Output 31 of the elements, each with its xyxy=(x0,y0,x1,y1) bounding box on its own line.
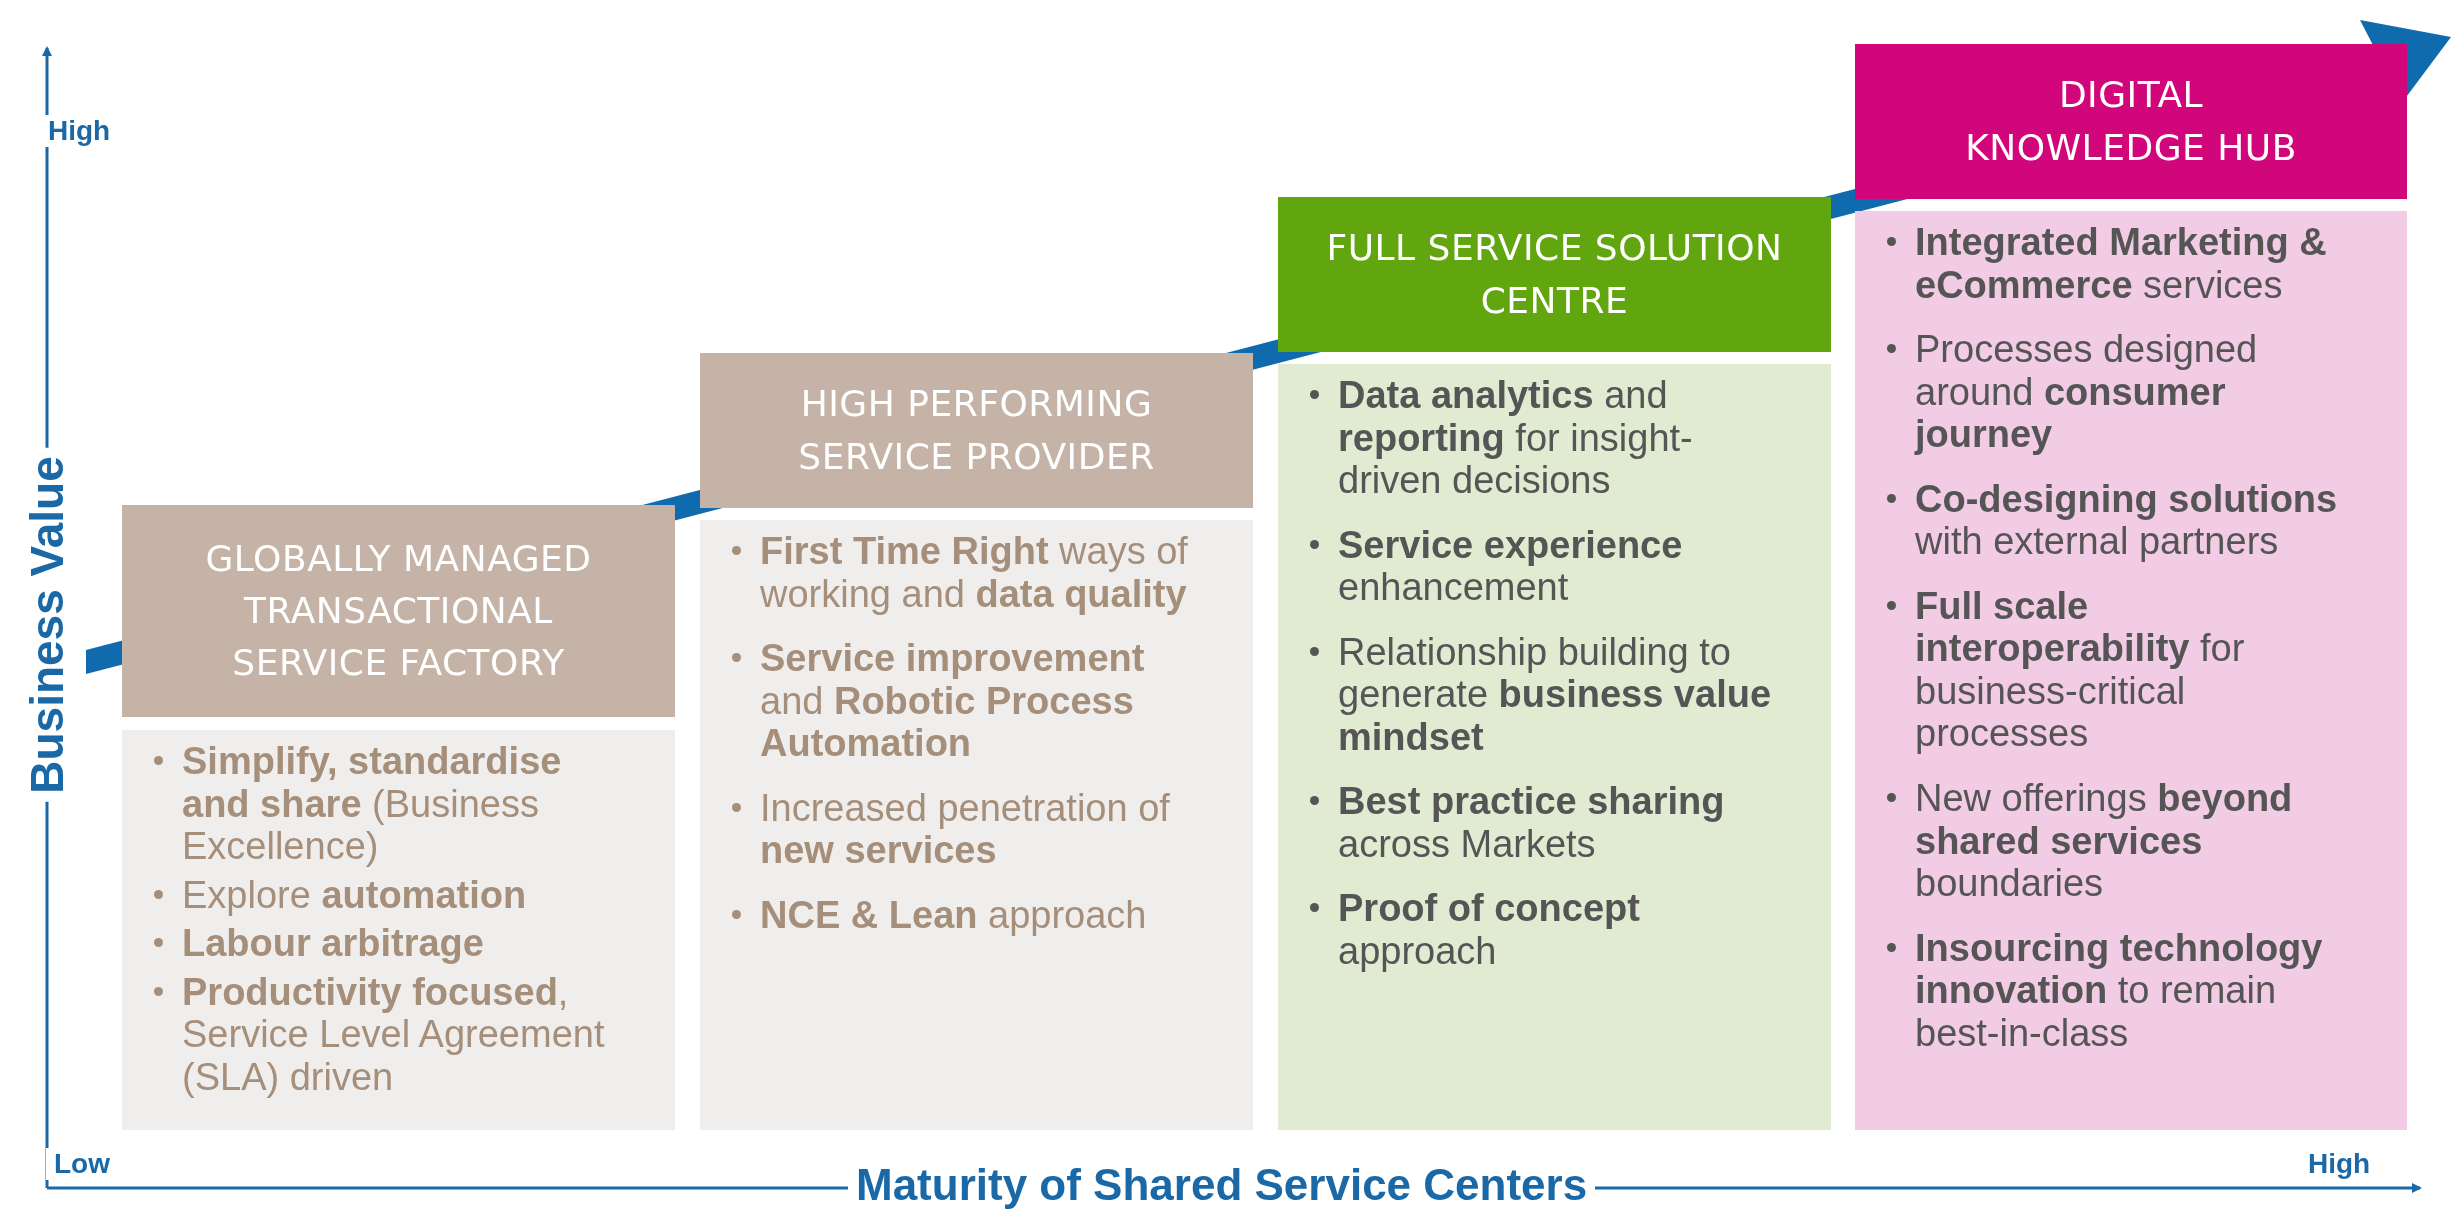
stage-header xyxy=(122,505,675,717)
bullet-item: NCE & Lean approach xyxy=(726,893,1213,937)
bullet-item: Co-designing solutions with external partners xyxy=(1881,477,2367,563)
bullet-item: Service improvement and Robotic Process Automation xyxy=(726,637,1213,765)
bullet-item: First Time Right ways of working and data quality xyxy=(726,530,1213,616)
stage-header xyxy=(1278,197,1831,352)
bullet-item: Insourcing technology innovation to remain best-in-class xyxy=(1881,926,2367,1055)
bullet-item: Processes designed around consumer journey xyxy=(1881,328,2367,456)
stage-panel xyxy=(122,730,675,1130)
bullet-item: Productivity focused, Service Level Agreement (SLA) driven xyxy=(148,970,635,1099)
bullet-item: Increased penetration of new services xyxy=(726,786,1213,872)
bullet-item: Relationship building to generate business value mindset xyxy=(1304,630,1791,759)
stage-title: HIGH PERFORMING SERVICE PROVIDER xyxy=(797,382,1156,479)
stage-panel xyxy=(700,520,1253,1130)
stage-title: DIGITAL KNOWLEDGE HUB xyxy=(1964,73,2298,170)
stage-panel xyxy=(1278,364,1831,1130)
stage-header xyxy=(1855,44,2407,199)
stage-title: GLOBALLY MANAGED TRANSACTIONAL SERVICE FACTORY xyxy=(204,536,593,686)
bullet-item: New offerings beyond shared services boundaries xyxy=(1881,777,2367,905)
bullet-item: Labour arbitrage xyxy=(148,922,635,965)
bullet-item: Data analytics and reporting for insight-driven decisions xyxy=(1304,374,1791,502)
bullet-item: Simplify, standardise and share (Business Excellence) xyxy=(148,740,635,868)
bullet-item: Best practice sharing across Markets xyxy=(1304,780,1791,866)
bullet-item: Explore automation xyxy=(148,873,635,917)
stage-panel xyxy=(1855,211,2407,1130)
bullet-item: Service experience enhancement xyxy=(1304,523,1791,609)
bullet-item: Full scale interoperability for business-critical processes xyxy=(1881,584,2367,755)
bullet-item: Proof of concept approach xyxy=(1304,887,1791,973)
stage-header xyxy=(700,353,1253,508)
bullet-item: Integrated Marketing & eCommerce services xyxy=(1881,221,2367,307)
stage-title: FULL SERVICE SOLUTION CENTRE xyxy=(1325,226,1784,323)
